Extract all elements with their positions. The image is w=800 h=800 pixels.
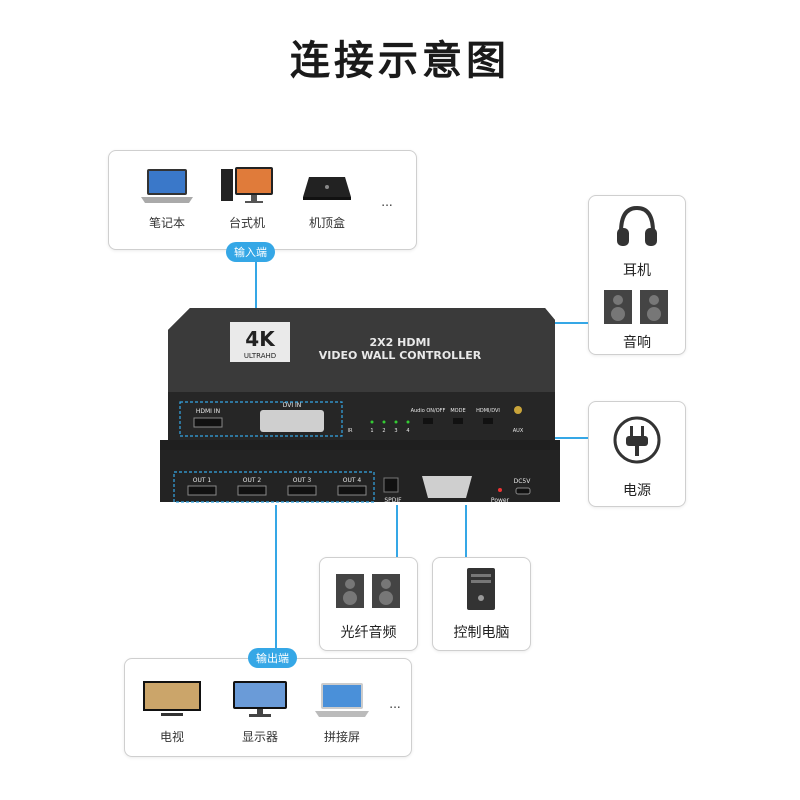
input-item-desktop: 台式机 — [217, 165, 277, 231]
speakers-icon — [604, 290, 668, 324]
headphones-icon — [617, 205, 657, 246]
input-more: ... — [381, 195, 393, 209]
aux-label: AUX — [513, 428, 524, 434]
spdif-port — [383, 477, 399, 493]
laptop-icon — [141, 169, 193, 203]
audio-panel: 耳机 音响 — [588, 195, 686, 355]
output-label-videowall: 拼接屏 — [323, 730, 360, 744]
dvi-in-label: DVI IN — [283, 402, 302, 409]
model-line-2: VIDEO WALL CONTROLLER — [319, 349, 482, 362]
input-panel: 笔记本 台式机 机顶盒 ... — [108, 150, 417, 250]
spdif-panel: 光纤音频 — [319, 557, 418, 651]
input-item-stb: 机顶盒 — [297, 165, 357, 231]
out1-label: OUT 1 — [193, 477, 212, 484]
out4-port — [337, 485, 367, 496]
control-pc-panel: 控制电脑 — [432, 557, 531, 651]
power-plug-icon — [613, 416, 661, 464]
input-label-desktop: 台式机 — [228, 216, 265, 230]
output-label-monitor: 显示器 — [241, 730, 278, 744]
input-item-laptop: 笔记本 — [137, 165, 197, 231]
speakers-label: 音响 — [623, 335, 651, 351]
monitor-icon — [233, 681, 287, 717]
led-label-1: 1 — [370, 428, 373, 434]
dc-port — [515, 487, 531, 495]
control-connector-v — [465, 505, 467, 557]
power-led — [498, 488, 502, 492]
led-label-4: 4 — [406, 428, 409, 434]
set-top-box-icon — [303, 177, 351, 200]
dc-label: DC5V — [514, 478, 532, 485]
power-label: 电源 — [623, 483, 651, 499]
mode-button[interactable] — [453, 418, 463, 424]
dvi-in-port — [260, 410, 324, 432]
output-tag: 输出端 — [248, 648, 297, 668]
laptop-screen-icon — [315, 683, 369, 717]
input-ports-highlight — [179, 401, 343, 437]
tv-icon — [143, 681, 201, 716]
spdif-label-text: 光纤音频 — [340, 625, 397, 641]
aux-port — [514, 406, 522, 414]
hdmi-in-port — [193, 417, 223, 428]
mode-label: MODE — [450, 408, 465, 414]
output-more: ... — [389, 697, 401, 711]
audio-onoff-button[interactable] — [423, 418, 433, 424]
hdmi-dvi-button[interactable] — [483, 418, 493, 424]
page-title: 连接示意图 — [290, 38, 510, 84]
output-item-monitor: 显示器 — [229, 679, 291, 745]
output-label-tv: 电视 — [159, 730, 184, 744]
ir-label: IR — [348, 428, 353, 434]
model-line-1: 2X2 HDMI — [370, 336, 431, 349]
desktop-monitor-icon — [221, 167, 273, 203]
out3-port — [287, 485, 317, 496]
4k-badge — [230, 322, 290, 362]
4k-badge-bottom: ULTRAHD — [244, 352, 276, 360]
serial-port — [422, 476, 472, 498]
status-leds — [370, 420, 410, 424]
headphones-label: 耳机 — [623, 263, 651, 279]
spdif-label: SPDIF — [384, 497, 402, 504]
hdmi-in-label: HDMI IN — [196, 408, 220, 415]
audio-onoff-label: Audio ON/OFF — [411, 408, 446, 414]
speakers-icon — [336, 574, 400, 608]
output-connector-line — [275, 505, 277, 652]
input-label-laptop: 笔记本 — [148, 216, 185, 230]
control-pc-label: 控制电脑 — [453, 625, 510, 641]
input-label-stb: 机顶盒 — [308, 216, 345, 230]
out4-label: OUT 4 — [343, 477, 362, 484]
pc-tower-icon — [467, 568, 495, 610]
output-item-tv: 电视 — [141, 679, 203, 745]
power-panel: 电源 — [588, 401, 686, 507]
output-ports-highlight — [173, 471, 375, 503]
hdmi-dvi-label: HDMI/DVI — [476, 408, 500, 414]
output-item-videowall: 拼接屏 — [311, 679, 373, 745]
input-tag: 输入端 — [226, 242, 275, 262]
4k-badge-top: 4K — [245, 327, 276, 351]
out2-label: OUT 2 — [243, 477, 262, 484]
spdif-connector-v — [396, 505, 398, 557]
video-wall-controller-device: 4K ULTRAHD 2X2 HDMI VIDEO WALL CONTROLLE… — [160, 308, 560, 504]
power-led-label: Power — [491, 497, 510, 504]
output-panel: 电视 显示器 拼接屏 ... — [124, 658, 412, 757]
out3-label: OUT 3 — [293, 477, 312, 484]
out2-port — [237, 485, 267, 496]
led-label-2: 2 — [382, 428, 385, 434]
led-label-3: 3 — [394, 428, 397, 434]
out1-port — [187, 485, 217, 496]
